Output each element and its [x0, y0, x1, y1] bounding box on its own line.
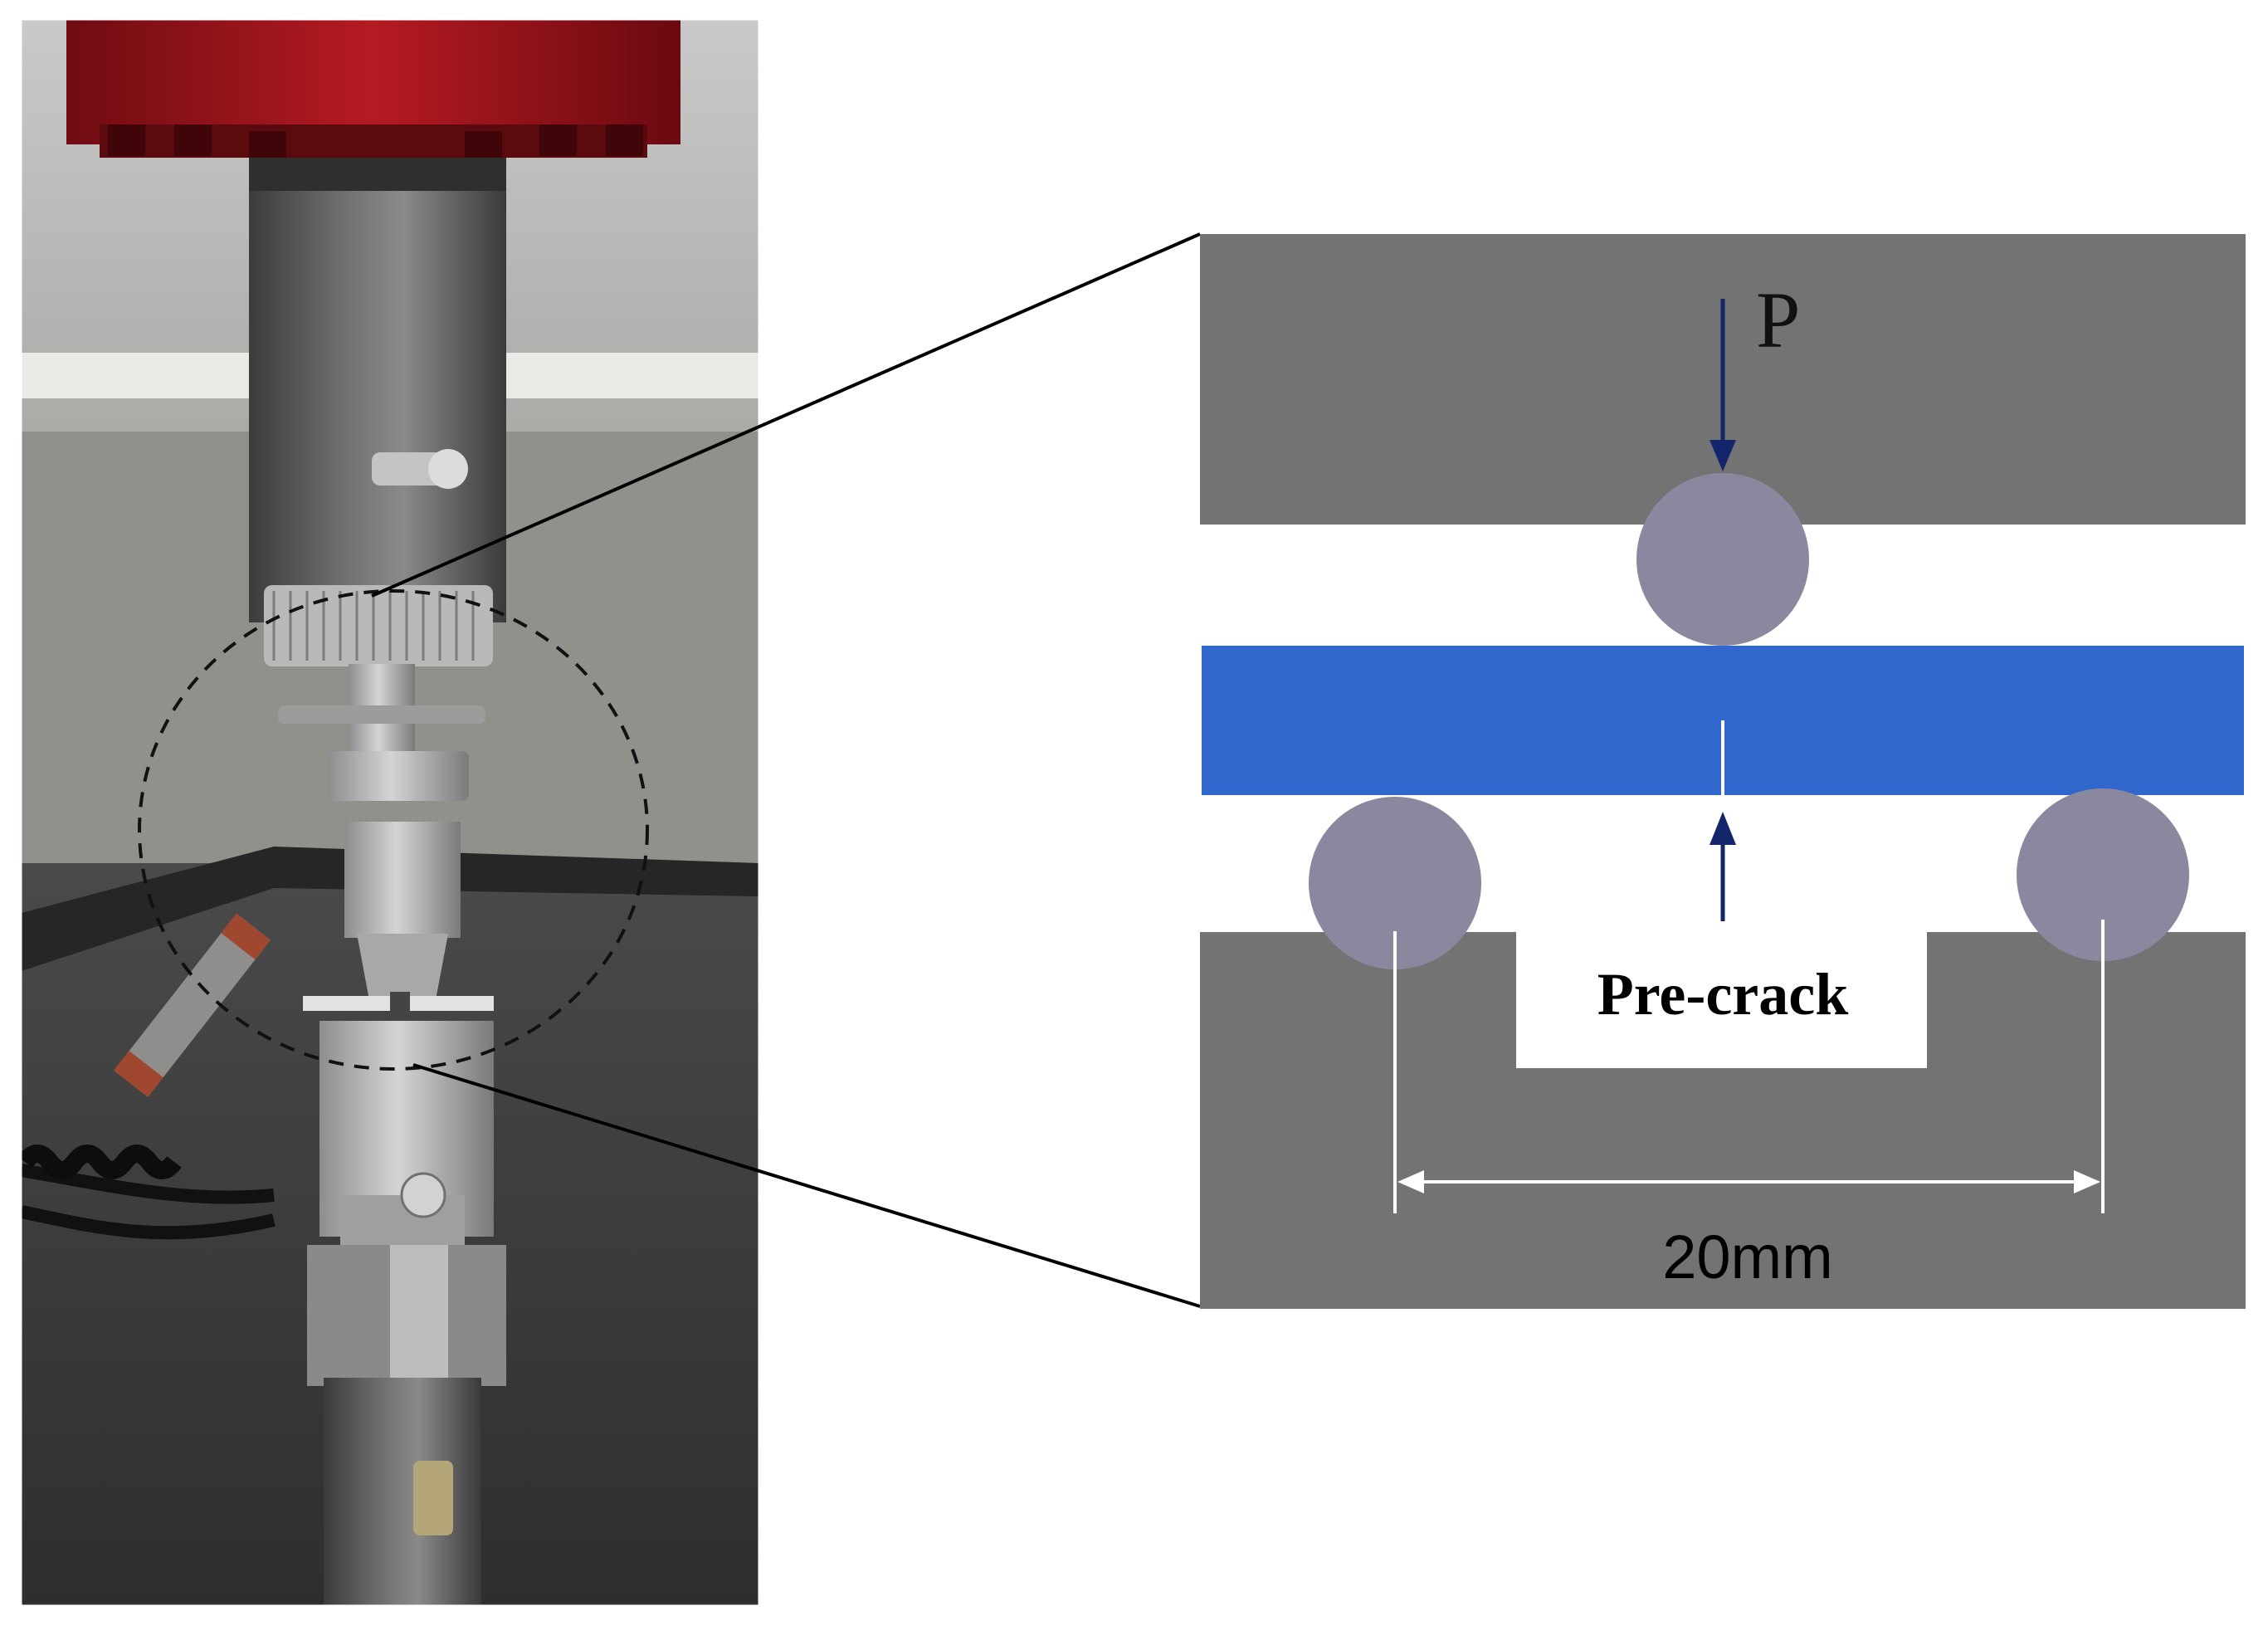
machine-bolts: [108, 124, 643, 158]
knurled-collar: [264, 585, 493, 666]
loading-roller: [1636, 473, 1809, 646]
upper-fixture: [344, 822, 461, 938]
span-label: 20mm: [1662, 1223, 1833, 1291]
left-support-roller: [1309, 797, 1481, 969]
right-support-roller: [2017, 788, 2189, 961]
machine-red-head: [66, 20, 680, 144]
lower-support-block: [1200, 932, 2246, 1309]
pre-crack-arrow: [1710, 812, 1736, 921]
lower-knurled-pin: [413, 1461, 453, 1535]
load-label: P: [1756, 276, 1800, 364]
photo-frame: [21, 19, 759, 1606]
pre-crack-label: Pre-crack: [1597, 961, 1848, 1027]
load-arrow: [1710, 299, 1736, 471]
lower-fixture-bolt: [400, 1172, 446, 1218]
zoom-line-top: [371, 232, 1201, 598]
span-dimension: [1393, 920, 2105, 1213]
highlight-ellipse: [138, 589, 649, 1071]
three-point-bending-schematic: P Pre-crack 20mm: [1200, 234, 2246, 1309]
zoom-line-bottom: [412, 1063, 1201, 1308]
side-pin: [372, 452, 446, 486]
test-rig-photograph: [22, 20, 758, 1605]
wing-nut: [278, 705, 485, 724]
lower-collar: [328, 751, 469, 801]
loose-pipe: [114, 913, 271, 1097]
lower-cylinder: [324, 1378, 481, 1605]
coiled-cable: [22, 1144, 182, 1179]
upper-fixture-tip: [357, 934, 448, 1000]
load-cell-cylinder: [249, 158, 506, 622]
desk-edge: [22, 847, 758, 971]
